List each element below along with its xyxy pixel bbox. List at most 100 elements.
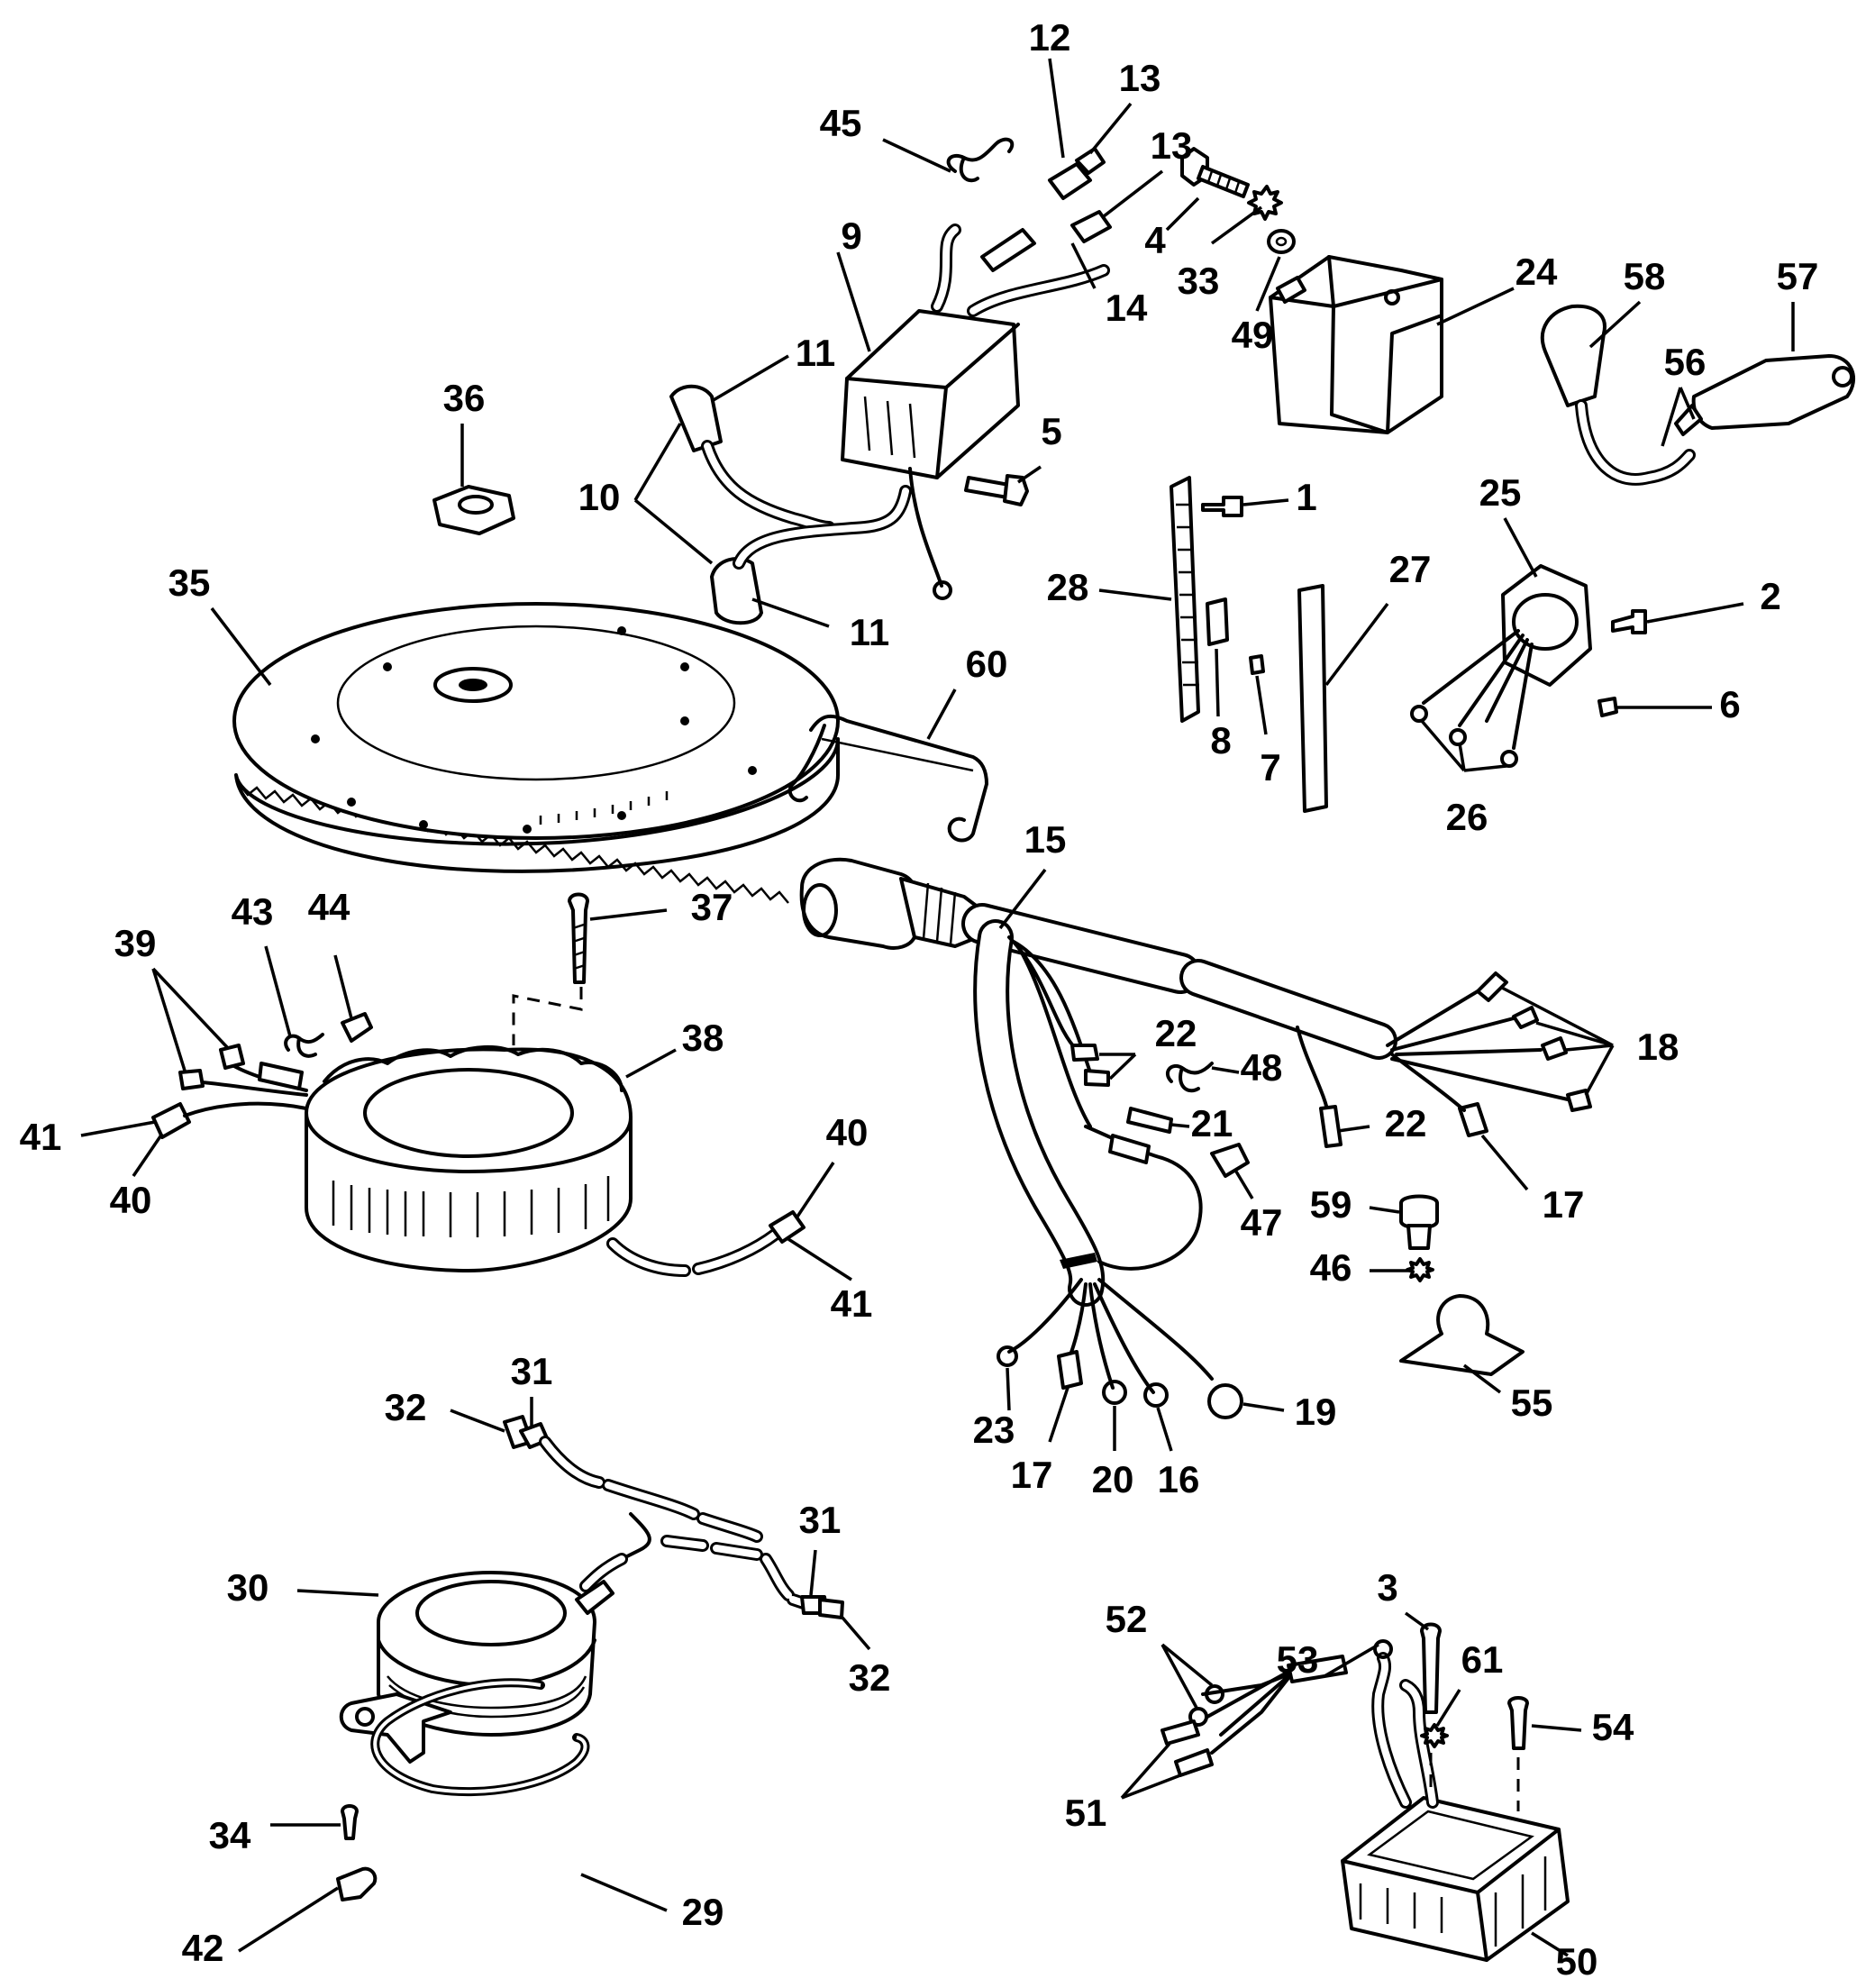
leader-3 (1404, 1611, 1430, 1631)
clip-47 (1210, 1143, 1250, 1178)
callout-17: 17 (1011, 1454, 1053, 1496)
leader-52b (1160, 1644, 1198, 1709)
leader-56a (1661, 387, 1682, 447)
boot-57-end (1832, 366, 1853, 388)
leader-43 (264, 945, 292, 1037)
leader-18b (1535, 1021, 1614, 1047)
power-pack-part (841, 223, 1110, 600)
callout-13: 13 (1151, 124, 1193, 167)
stator-windings (332, 1176, 610, 1237)
lead-wire-upper (701, 440, 835, 533)
callout-9: 9 (841, 214, 861, 257)
fuse-21 (1126, 1107, 1173, 1134)
callout-14: 14 (1106, 287, 1148, 329)
leader-40b (796, 1162, 835, 1217)
callout-59: 59 (1310, 1183, 1352, 1226)
leader-13b (1102, 169, 1164, 218)
screw-5-head (1003, 474, 1029, 506)
power-pack-ground-eyelet (933, 580, 952, 600)
ring-terminal-16 (1143, 1382, 1169, 1408)
screw-1 (1201, 496, 1243, 517)
callout-labels: 12 13 45 13 9 4 33 14 49 24 58 57 56 36 … (20, 16, 1819, 1983)
rectifier-part (1410, 564, 1647, 768)
bullet-terminal-17-lower (1057, 1350, 1083, 1390)
callout-40: 40 (826, 1111, 869, 1154)
retainer-60-part (787, 714, 988, 843)
leader-18d (1584, 1044, 1615, 1096)
callout-51: 51 (1065, 1792, 1107, 1834)
spring-clip-45 (946, 137, 1015, 183)
callout-38: 38 (682, 1017, 724, 1059)
callout-18: 18 (1637, 1026, 1679, 1068)
harness-sleeve-right-inner (1183, 962, 1394, 1056)
leader-54 (1531, 1724, 1582, 1732)
callout-7: 7 (1260, 746, 1280, 789)
ring-terminal-18b (1512, 1006, 1539, 1029)
screw-2 (1611, 609, 1647, 634)
harness-boot-ribs (922, 882, 957, 945)
ring-terminal-53 (1373, 1639, 1393, 1659)
screw-59-shank (1406, 1224, 1432, 1250)
leader-27 (1324, 602, 1389, 687)
callout-58: 58 (1624, 255, 1666, 297)
leader-22c (1337, 1125, 1370, 1133)
callout-20: 20 (1092, 1458, 1134, 1500)
callout-31: 31 (799, 1499, 842, 1541)
callout-43: 43 (232, 890, 274, 933)
leader-33 (1210, 205, 1263, 245)
flywheel-inner-ring (336, 625, 736, 781)
flywheel-nut-part (432, 485, 515, 535)
callout-54: 54 (1592, 1706, 1634, 1748)
spring-clip-48 (1165, 1062, 1214, 1093)
rectifier-body (1512, 593, 1579, 651)
timer-junction (620, 1512, 651, 1561)
leader-2 (1646, 602, 1744, 624)
rectifier-eyelet (1500, 750, 1518, 768)
lead-upper-boot (669, 384, 723, 452)
leader-18a (1499, 985, 1614, 1047)
harness-tape-band (1060, 1253, 1097, 1269)
callout-10: 10 (578, 476, 621, 518)
stator-connector-40 (769, 1210, 806, 1244)
callout-13: 13 (1119, 57, 1161, 99)
stator-bore (363, 1068, 574, 1158)
callout-49: 49 (1232, 314, 1274, 356)
ring-terminal-18c (1541, 1036, 1568, 1061)
timer-leads (503, 1415, 844, 1619)
callout-12: 12 (1029, 16, 1071, 59)
screw-59-head (1399, 1194, 1439, 1230)
flat-washer-hole (1275, 236, 1288, 247)
power-pack-body (841, 309, 1020, 479)
bullet-51a (1160, 1719, 1200, 1746)
harness-bottom-wires (1007, 1278, 1214, 1394)
leader-25 (1503, 517, 1538, 578)
leader-35 (210, 606, 272, 687)
callout-57: 57 (1777, 255, 1819, 297)
callout-37: 37 (691, 886, 733, 928)
leader-10a (633, 423, 682, 501)
lead-wire-lower-inner (735, 488, 909, 567)
leader-11a (711, 354, 789, 403)
leader-52a (1160, 1643, 1214, 1687)
ring-terminal-20 (1102, 1380, 1127, 1405)
harness-connector-socket (802, 883, 838, 937)
leader-21 (1170, 1123, 1190, 1128)
stator-part (305, 892, 806, 1277)
spring-clip-43 (284, 1033, 324, 1058)
callout-31: 31 (511, 1350, 553, 1392)
screw-37-threads (572, 923, 586, 971)
harness-right-down-wire (1390, 1053, 1466, 1112)
callout-41: 41 (20, 1116, 62, 1158)
leader-4 (1165, 196, 1200, 232)
connectors-12-13-part (946, 137, 1112, 272)
leader-9 (836, 251, 871, 352)
callout-40: 40 (110, 1179, 152, 1221)
callout-45: 45 (820, 102, 862, 144)
bullet-40-left (151, 1102, 191, 1139)
leader-41a (80, 1120, 156, 1137)
callout-21: 21 (1191, 1102, 1233, 1144)
coil-tower (1276, 276, 1306, 304)
screw-4-part (1180, 147, 1296, 254)
leader-31b (809, 1549, 817, 1596)
flywheel-hub-hole (459, 679, 487, 691)
